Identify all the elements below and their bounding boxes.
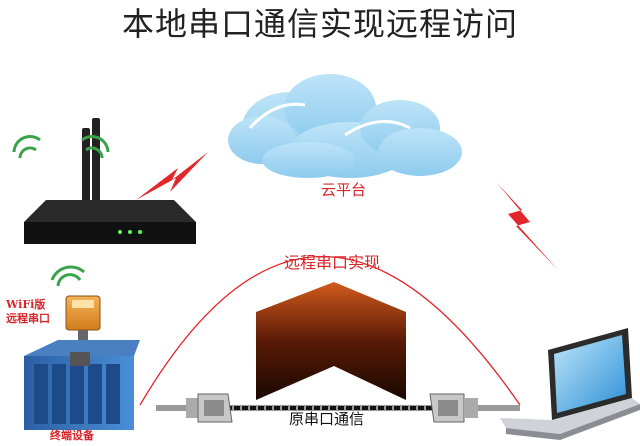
remote-serial-label: 远程串口实现: [284, 253, 381, 272]
laptop-icon: [500, 328, 640, 440]
cloud-platform-label: 云平台: [321, 181, 367, 199]
lightning-icon: [496, 182, 558, 270]
wifi-icon: [50, 265, 85, 287]
remote-link-arc: [139, 256, 521, 406]
original-serial-label: 原串口通信: [289, 410, 365, 428]
terminal-device-label: 终端设备: [50, 429, 94, 442]
page-title: 本地串口通信实现远程访问: [121, 5, 518, 43]
wifi-module-label-line2: 远程串口: [6, 311, 50, 325]
arrow-icon: [256, 282, 406, 400]
cloud-icon: [228, 74, 462, 178]
serial-connector-icon: [186, 393, 233, 423]
wifi-module-label: WiFi版 远程串口: [6, 298, 50, 326]
plc-cabinet-icon: [24, 340, 140, 430]
wifi-icon: [12, 135, 110, 159]
lightning-icon: [136, 152, 208, 200]
wifi-module-label-line1: WiFi版: [6, 298, 46, 311]
serial-connector-icon: [429, 393, 478, 423]
